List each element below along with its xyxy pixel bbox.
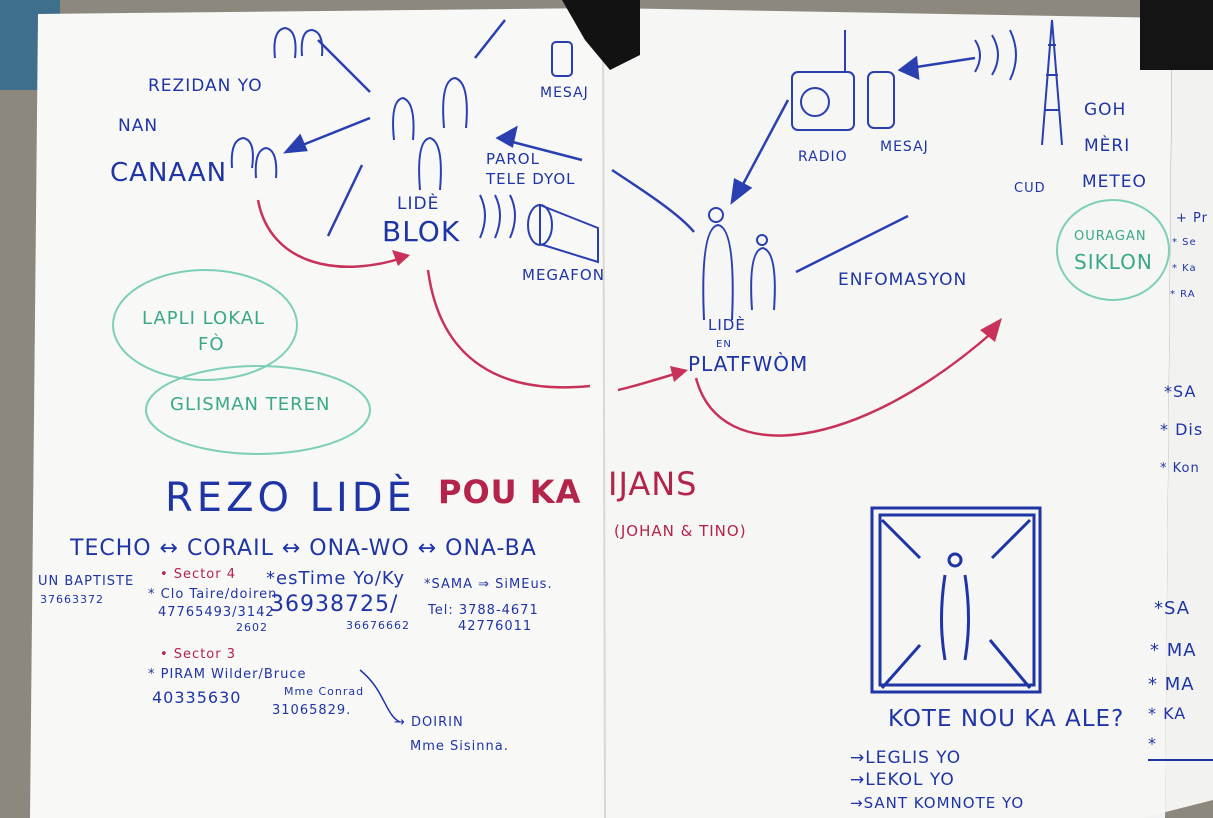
mme-conrad-number: 31065829.: [272, 703, 352, 718]
red-curve-1: [256, 199, 409, 268]
parol-text: PAROL: [486, 150, 540, 168]
sama-text: *SAMA ⇒ SiMEus.: [424, 577, 553, 592]
tel-number-2: 42776011: [458, 619, 533, 634]
chain-text: TECHO ↔ CORAIL ↔ ONA-WO ↔ ONA-BA: [70, 536, 537, 561]
ouragan-text: OURAGAN: [1074, 229, 1147, 244]
blok-text: BLOK: [382, 215, 461, 248]
glisman-oval: [145, 365, 371, 455]
mesaj-right-text: MESAJ: [880, 139, 929, 155]
red-curve-4: [694, 329, 996, 437]
meteo-text: METEO: [1082, 172, 1147, 192]
edge-text-2: * Se: [1172, 237, 1197, 248]
cloture-number-2: 2602: [236, 621, 268, 634]
nan-text: NAN: [118, 116, 159, 136]
estime-number: 36938725/: [270, 592, 399, 617]
edge-text-10: * MA: [1148, 674, 1195, 695]
siklon-text: SIKLON: [1074, 250, 1153, 274]
edge-text-11: * KA: [1148, 704, 1187, 723]
edge-text-4: * RA: [1170, 289, 1196, 300]
red-arrowhead-4: [980, 318, 1002, 342]
people-figures: [230, 26, 776, 321]
sant-text: →SANT KOMNOTE YO: [850, 794, 1025, 812]
lapli-oval: [112, 269, 298, 381]
lapli-text: LAPLI LOKAL: [142, 308, 266, 329]
pou-ka-title: POU KA: [438, 473, 582, 511]
piram-text: * PIRAM Wilder/Bruce: [148, 667, 307, 682]
sector4-text: • Sector 4: [160, 567, 236, 582]
edge-text-7: * Kon: [1160, 461, 1200, 476]
edge-sheet: [1142, 55, 1213, 818]
megafon-text: MEGAFON: [522, 266, 605, 284]
black-tape-right: [1140, 0, 1213, 70]
gathering-box: [870, 506, 1042, 694]
doirin-arrow: [359, 669, 401, 723]
meri-text: MÈRI: [1084, 136, 1131, 156]
canaan-text: CANAAN: [110, 158, 228, 188]
ouragan-oval: [1056, 199, 1170, 301]
edge-text-5: *SA: [1164, 382, 1197, 401]
lide-platform-label: LIDÈ: [708, 316, 746, 334]
baptiste-number: 37663372: [40, 593, 104, 606]
estime-number-2: 36676662: [346, 619, 410, 632]
en-text: EN: [716, 339, 732, 350]
radio-text: RADIO: [798, 149, 848, 165]
red-arrowhead-3: [670, 366, 688, 382]
sector3-text: • Sector 3: [160, 647, 236, 662]
baptiste-text: UN BAPTISTE: [38, 574, 135, 589]
red-curve-2: [426, 269, 591, 389]
edge-text-12: *: [1148, 734, 1157, 753]
piram-number: 40335630: [152, 688, 242, 707]
cud-text: CUD: [1014, 181, 1046, 196]
glisman-text: GLISMAN TEREN: [170, 394, 331, 415]
rezo-lide-title: REZO LIDÈ: [165, 475, 416, 521]
ijans-text: IJANS: [608, 465, 698, 503]
doirin-text: → DOIRIN: [394, 715, 464, 730]
edge-text-3: * Ka: [1172, 263, 1197, 274]
red-arrowhead-1: [392, 250, 410, 266]
tel-text: Tel: 3788-4671: [428, 603, 539, 618]
mme-conrad-text: Mme Conrad: [284, 685, 365, 698]
right-sheet: [603, 8, 1172, 818]
cloture-text: * Clo Taire/doiren: [148, 587, 278, 602]
device-icons: [479, 19, 1063, 264]
edge-text-9: * MA: [1150, 640, 1197, 661]
platfom-text: PLATFWÒM: [688, 352, 809, 376]
black-tape: [562, 0, 640, 70]
lide-blok-label: LIDÈ: [397, 194, 440, 214]
edge-text-8: *SA: [1154, 598, 1191, 619]
kote-text: KOTE NOU KA ALE?: [888, 706, 1125, 732]
edge-text-1: + Pr: [1176, 211, 1208, 226]
rezidan-text: REZIDAN YO: [148, 76, 263, 96]
left-sheet: [30, 8, 605, 818]
tele-dyol-text: TELE DYOL: [486, 170, 576, 188]
sheet-seam: [602, 7, 606, 818]
johan-text: (JOHAN & TINO): [614, 522, 747, 540]
leglis-text: →LEGLIS YO: [850, 748, 962, 768]
goh-text: GOH: [1084, 100, 1127, 120]
cloture-number: 47765493/3142: [158, 605, 275, 620]
sisinna-text: Mme Sisinna.: [410, 739, 509, 754]
blue-arrows-left: [282, 19, 976, 274]
edge-text-6: * Dis: [1160, 420, 1204, 439]
fo-text: FÒ: [198, 334, 225, 355]
estime-text: *esTime Yo/Ky: [266, 568, 406, 589]
enfomasyon-text: ENFOMASYON: [838, 270, 968, 290]
mesaj-left-text: MESAJ: [540, 85, 589, 101]
lekol-text: →LEKOL YO: [850, 770, 955, 790]
